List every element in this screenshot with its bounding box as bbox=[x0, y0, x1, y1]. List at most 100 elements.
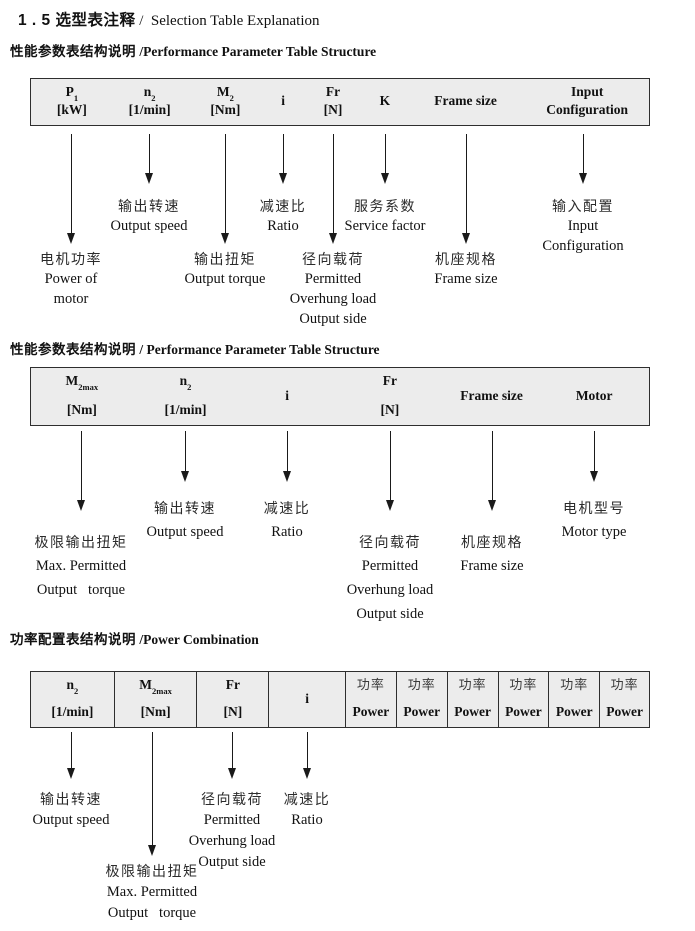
column-header-fr: Fr[N] bbox=[336, 368, 444, 425]
callout-label-zh: 输出扭矩 bbox=[193, 251, 256, 267]
callout-label-ratio: 减速比 Ratio bbox=[264, 496, 311, 544]
header-subscript: 2 bbox=[187, 381, 192, 392]
callout-label-zh: 机座规格 bbox=[461, 534, 523, 550]
arrow-line-overhung-load bbox=[231, 732, 233, 769]
callout-label-en: Output speed bbox=[110, 218, 188, 234]
header-unit: Power bbox=[403, 704, 441, 720]
callout-label-en: Frame size bbox=[434, 271, 498, 287]
header-symbol: i bbox=[305, 690, 309, 706]
header-symbol: M2max bbox=[65, 373, 99, 392]
column-header-motor: Motor bbox=[539, 368, 649, 425]
section-heading-zh: 性能参数表结构说明 bbox=[10, 44, 136, 59]
header-unit: Power bbox=[454, 704, 491, 720]
callout-label-zh: 减速比 bbox=[283, 791, 331, 807]
arrow-line-ratio bbox=[286, 431, 288, 472]
header-subscript: 2 bbox=[74, 685, 79, 696]
callout-label-en: Ratio bbox=[271, 524, 303, 540]
arrow-down-icon bbox=[220, 233, 229, 244]
callout-label-en: Overhung load bbox=[289, 291, 377, 307]
callout-label-en: Permitted bbox=[203, 812, 261, 828]
arrow-line-max-output-torque bbox=[151, 732, 153, 846]
arrow-line-input-configuration bbox=[582, 134, 584, 174]
arrow-line-motor-type bbox=[593, 431, 595, 472]
header-symbol: Frame size bbox=[460, 387, 523, 403]
arrow-line-output-torque bbox=[224, 134, 226, 234]
section-heading-en: / Performance Parameter Table Structure bbox=[136, 342, 380, 357]
callout-label-zh: 径向载荷 bbox=[301, 251, 364, 267]
header-unit: [1/min] bbox=[128, 102, 171, 118]
arrow-down-icon bbox=[227, 768, 236, 779]
column-header-n2: n2[1/min] bbox=[113, 79, 187, 125]
arrow-down-icon bbox=[66, 233, 75, 244]
callout-label-zh: 减速比 bbox=[259, 198, 307, 214]
callout-label-zh: 径向载荷 bbox=[358, 534, 421, 550]
arrow-down-icon bbox=[328, 233, 337, 244]
header-subscript: 2max bbox=[152, 685, 172, 696]
page-title-zh: 1 . 5 选型表注释 bbox=[18, 12, 136, 29]
callout-label-en: Ratio bbox=[291, 812, 323, 828]
callout-label-en: Output torque bbox=[184, 271, 266, 287]
column-header-frame-size: Frame size bbox=[444, 368, 540, 425]
header-unit: [Nm] bbox=[66, 402, 97, 418]
header-symbol: Frame size bbox=[434, 93, 497, 109]
header-symbol: 功率 bbox=[560, 677, 589, 692]
callout-label-zh: 减速比 bbox=[263, 500, 311, 516]
callout-label-en: Permitted bbox=[361, 558, 419, 574]
callout-label-zh: 机座规格 bbox=[435, 251, 497, 267]
header-symbol: Fr bbox=[325, 84, 341, 99]
arrow-line-overhung-load bbox=[332, 134, 334, 234]
arrow-down-icon bbox=[282, 471, 291, 482]
arrow-line-frame-size bbox=[465, 134, 467, 234]
callout-label-en: Output side bbox=[198, 854, 266, 870]
callout-label-zh: 电机型号 bbox=[563, 500, 625, 516]
header-unit: [1/min] bbox=[164, 402, 207, 418]
callout-label-zh: 极限输出扭矩 bbox=[34, 534, 128, 550]
callout-label-output-speed: 输出转速 Output speed bbox=[33, 789, 110, 831]
header-unit: [N] bbox=[223, 704, 243, 720]
arrow-down-icon bbox=[76, 500, 85, 511]
arrow-down-icon bbox=[144, 173, 153, 184]
callout-label-zh: 输出转速 bbox=[39, 791, 102, 807]
arrow-line-service-factor bbox=[384, 134, 386, 174]
header-unit: Power bbox=[555, 704, 593, 720]
callout-label-en: Input bbox=[567, 218, 599, 234]
arrow-down-icon bbox=[380, 173, 389, 184]
callout-label-zh: 输出转速 bbox=[153, 500, 216, 516]
header-symbol: 功率 bbox=[610, 677, 639, 692]
callout-label-en: Output side bbox=[299, 311, 367, 327]
header-symbol: Fr bbox=[382, 373, 397, 388]
header-symbol: i bbox=[285, 387, 290, 403]
callout-label-en: Output torque bbox=[36, 582, 126, 598]
column-header-power-5: 功率 Power bbox=[548, 672, 599, 727]
parameter-table-header-row: M2max [Nm] n2 [1/min] i Fr[N] Frame size Motor bbox=[30, 367, 650, 426]
header-symbol: 功率 bbox=[356, 677, 385, 692]
header-unit: [N] bbox=[323, 102, 343, 118]
arrow-down-icon bbox=[487, 500, 496, 511]
callout-label-en: Configuration bbox=[542, 238, 624, 254]
header-symbol: n2 bbox=[179, 373, 192, 392]
callout-label-en: Output speed bbox=[32, 812, 110, 828]
page-title-en: / Selection Table Explanation bbox=[135, 13, 320, 29]
column-header-i: i bbox=[268, 672, 345, 727]
header-symbol: P1 bbox=[65, 84, 79, 103]
header-symbol: 功率 bbox=[509, 677, 538, 692]
header-subscript: 2max bbox=[78, 381, 99, 392]
arrow-line-output-speed bbox=[184, 431, 186, 472]
callout-label-en: Permitted bbox=[304, 271, 362, 287]
callout-label-zh: 服务系数 bbox=[353, 198, 416, 214]
column-header-i: i bbox=[238, 368, 336, 425]
